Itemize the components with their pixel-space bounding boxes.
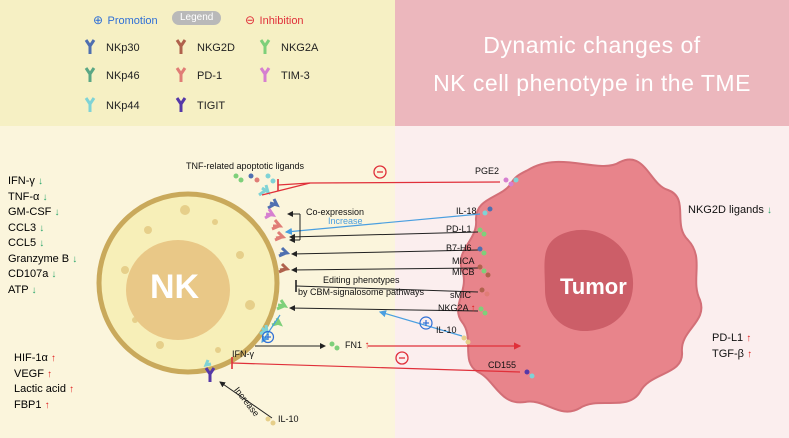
nk-cell (96, 191, 280, 375)
title-line-1: Dynamic changes of (483, 32, 701, 58)
inhibition-icon: ⊖ (245, 13, 256, 27)
inhibition-label: Inhibition (259, 15, 304, 27)
il10-label: IL-10 (436, 325, 457, 335)
list-item: CCL3 ↓ (8, 221, 45, 234)
il10-bottom-label: IL-10 (278, 414, 299, 424)
legend-item-label: TIGIT (197, 100, 226, 112)
legend-item-label: NKG2A (281, 42, 319, 54)
legend-receptor-icons (84, 39, 271, 112)
micb-label: MICB (452, 267, 475, 277)
nk-nucleus (126, 240, 230, 340)
cd155-label: CD155 (488, 360, 517, 370)
inhibition-symbol-icon (373, 165, 387, 179)
pdl1-arrow (289, 231, 479, 240)
list-item: IFN-γ ↓ (8, 175, 43, 187)
nkp46-receptor-icon (84, 67, 96, 82)
legend-item-label: TIM-3 (281, 70, 310, 82)
inhibition-symbol-icon (395, 351, 409, 365)
mica-micb-arrow (291, 266, 479, 273)
nkg2a-arrow (289, 305, 479, 312)
nk-label: NK (150, 268, 200, 306)
left-cytokine-list: IFN-γ ↓ TNF-α ↓ GM-CSF ↓ CCL3 ↓ CCL5 ↓ G… (8, 174, 77, 298)
increase-label: Increase (328, 216, 363, 226)
nkp30-receptor-icon (84, 39, 96, 54)
title-line-2: NK cell phenotype in the TME (433, 70, 751, 96)
il18-increase-arrow (284, 213, 481, 236)
coexpression-label: Co-expression (306, 207, 365, 217)
legend-item-label: NKG2D (197, 42, 235, 54)
pd1-receptor-icon (175, 67, 187, 82)
editing-label-2: by CBM-signalosome pathways (298, 287, 425, 297)
pge2-label: PGE2 (475, 166, 500, 176)
promotion-label: Promotion (107, 15, 158, 27)
b7h6-label: B7-H6 (446, 243, 472, 253)
left-metabolic-list: HIF-1α ↑ VEGF ↑ Lactic acid ↑ FBP1 ↑ (14, 351, 74, 413)
nkg2d-ligands-label: NKG2D ligands ↓ (688, 204, 772, 216)
list-item: GM-CSF ↓ (8, 206, 60, 218)
legend-item-label: PD-1 (197, 70, 223, 82)
tgfb-right-label: TGF-β ↑ (712, 348, 753, 360)
nkg2a-receptor-icon (259, 39, 271, 54)
list-item: CCL5 ↓ (8, 237, 45, 249)
list-item: Lactic acid ↑ (14, 383, 75, 395)
pge2-inhibition-line (309, 181, 501, 184)
list-item: CD107a ↓ (8, 268, 57, 280)
smic-label: sMIC (450, 290, 471, 300)
pdl1-label: PD-L1 (446, 224, 472, 234)
nkg2d-receptor-icon (175, 39, 187, 54)
nkg2a-label: NKG2A ↑ (438, 303, 476, 314)
fn1-label: FN1 ↑ (345, 340, 370, 351)
legend-item-label: NKp30 (106, 42, 140, 54)
tim3-receptor-icon (259, 67, 271, 82)
list-item: Granzyme B ↓ (8, 252, 78, 265)
tumor-nucleus (544, 229, 634, 332)
ifn-gamma-label: IFN-γ (232, 349, 254, 359)
legend-item-label: NKp44 (106, 100, 140, 112)
tigit-receptor-icon (175, 97, 187, 112)
legend-header: ⊕ Promotion (93, 11, 158, 29)
editing-label-1: Editing phenotypes (323, 275, 400, 285)
cd155-inhibition-line (231, 362, 521, 373)
mica-label: MICA (452, 256, 475, 266)
tumor-label: Tumor (560, 274, 627, 299)
list-item: FBP1 ↑ (14, 398, 50, 411)
nkp44-receptor-icon (84, 97, 96, 112)
il18-label: IL-18 (456, 206, 477, 216)
list-item: ATP ↓ (8, 283, 37, 296)
title-panel: Dynamic changes of NK cell phenotype in … (395, 0, 789, 126)
inhibition-header: ⊖ Inhibition (245, 11, 304, 29)
legend-badge: Legend (172, 11, 222, 25)
pdl1-right-label: PD-L1 ↑ (712, 332, 752, 344)
legend-item-label: NKp46 (106, 70, 140, 82)
list-item: VEGF ↑ (14, 367, 53, 380)
list-item: TNF-α ↓ (8, 190, 48, 203)
list-item: HIF-1α ↑ (14, 352, 56, 364)
b7h6-arrow (291, 249, 479, 257)
promotion-icon: ⊕ (93, 13, 104, 27)
trail-label: TNF-related apoptotic ligands (186, 161, 305, 171)
